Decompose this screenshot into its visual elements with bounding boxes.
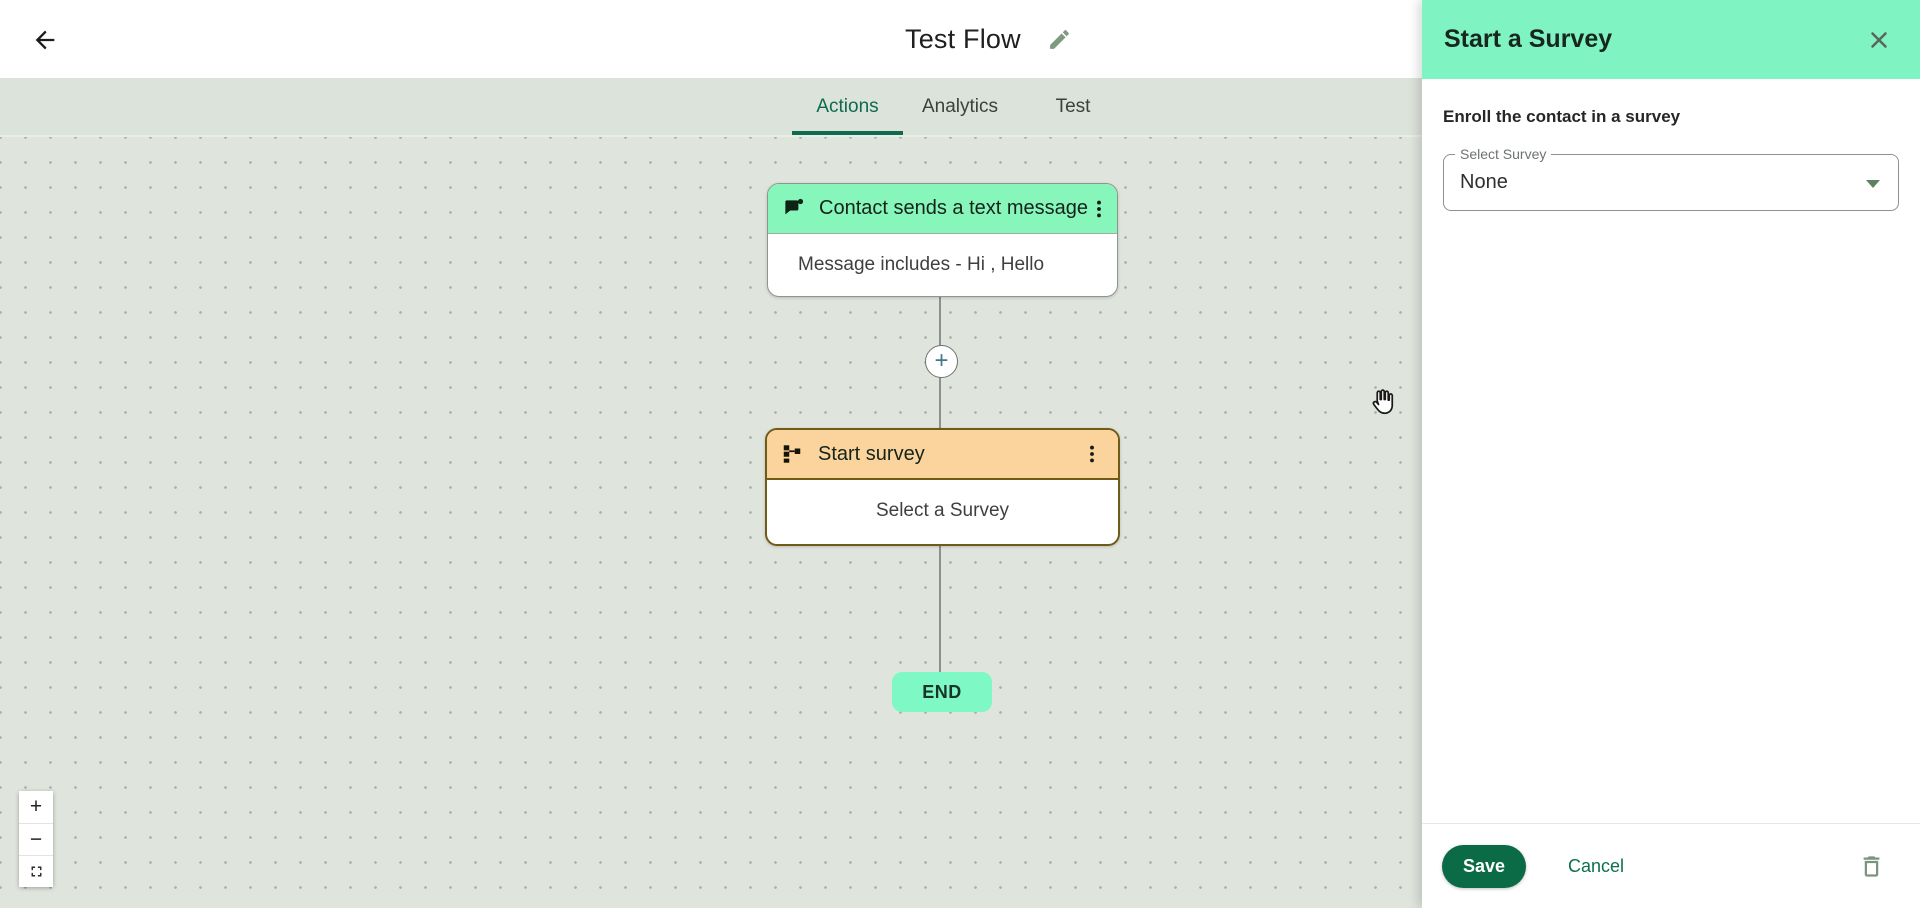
tab-actions[interactable]: Actions — [816, 95, 879, 117]
add-node-button[interactable]: + — [925, 345, 958, 378]
panel-description: Enroll the contact in a survey — [1443, 107, 1681, 126]
select-survey-dropdown[interactable]: Select Survey None — [1443, 146, 1899, 211]
panel-footer: Save Cancel — [1422, 823, 1920, 908]
trash-icon — [1863, 855, 1879, 877]
arrow-left-icon — [35, 30, 55, 50]
edit-title-button[interactable] — [1047, 26, 1073, 52]
close-panel-button[interactable] — [1864, 25, 1894, 55]
pencil-icon — [1049, 29, 1069, 49]
chevron-down-icon — [1866, 180, 1880, 188]
more-vert-icon[interactable] — [1088, 197, 1110, 221]
node-condition-text: Message includes - Hi , Hello — [798, 254, 1045, 275]
end-node: END — [892, 672, 992, 712]
cancel-button[interactable]: Cancel — [1568, 855, 1625, 876]
node-start-survey[interactable]: Start survey Select a Survey — [765, 428, 1120, 546]
flow-title-group: Test Flow — [905, 0, 1073, 78]
plus-icon: + — [934, 346, 949, 374]
fullscreen-icon — [31, 866, 41, 877]
close-icon — [1871, 31, 1887, 48]
fullscreen-button[interactable] — [19, 855, 53, 887]
node-contact-sends-text[interactable]: Contact sends a text message Message inc… — [767, 183, 1118, 297]
tab-analytics[interactable]: Analytics — [921, 95, 999, 117]
active-tab-indicator — [792, 131, 903, 135]
node-header[interactable]: Start survey — [767, 430, 1118, 480]
node-header[interactable]: Contact sends a text message — [768, 184, 1117, 234]
select-survey-value: None — [1460, 171, 1508, 193]
zoom-controls: + − — [19, 791, 53, 887]
zoom-in-icon: + — [29, 795, 43, 818]
config-panel: Start a Survey Enroll the contact in a s… — [1422, 0, 1920, 908]
zoom-out-icon: − — [29, 827, 43, 851]
save-button[interactable]: Save — [1442, 844, 1526, 888]
delete-node-button[interactable] — [1856, 851, 1886, 881]
schema-icon — [781, 442, 805, 466]
back-button[interactable] — [28, 23, 62, 57]
page-title: Test Flow — [905, 23, 1021, 54]
hand-cursor-icon — [1366, 387, 1396, 417]
node-title: Contact sends a text message — [819, 197, 1089, 219]
more-vert-icon[interactable] — [1080, 442, 1104, 466]
node-placeholder-text: Select a Survey — [875, 500, 1010, 521]
panel-header: Start a Survey — [1422, 0, 1920, 79]
zoom-out-button[interactable]: − — [19, 823, 53, 855]
end-label: END — [922, 681, 962, 702]
node-title: Start survey — [818, 442, 925, 465]
chat-unread-icon — [782, 197, 806, 221]
select-survey-label: Select Survey — [1455, 146, 1552, 162]
panel-title: Start a Survey — [1444, 25, 1613, 53]
zoom-in-button[interactable]: + — [19, 791, 53, 823]
tab-test[interactable]: Test — [1055, 95, 1091, 117]
